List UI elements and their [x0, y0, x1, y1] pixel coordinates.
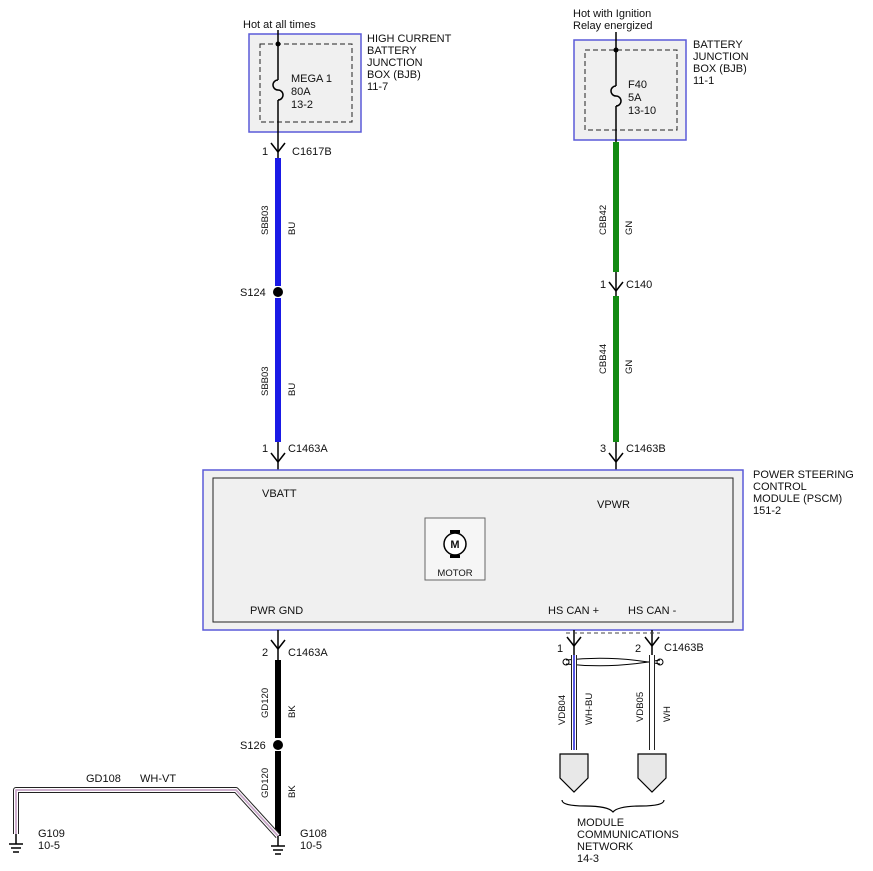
network-label-line: 14-3 — [577, 853, 599, 865]
wire-sbb03-lower-circuit: SBB03 — [260, 366, 271, 396]
wire-sbb03-upper-circuit: SBB03 — [260, 205, 271, 235]
hcbjb-box — [248, 33, 362, 133]
bjb-fuse-icon — [610, 85, 622, 107]
c1463a-top-pin: 1 — [262, 443, 268, 455]
network-label-line: NETWORK — [577, 841, 634, 853]
wire-vdb04-color: WH-BU — [584, 693, 595, 725]
c1463b-pin1-connector-icon — [566, 636, 582, 648]
wire-vdb05-circuit: VDB05 — [635, 692, 646, 722]
c1463b-pin2-connector-icon — [644, 636, 660, 648]
network-arrow-left-icon — [559, 753, 589, 793]
wire-cbb44-color: GN — [624, 360, 635, 374]
pscm-label-line: POWER STEERING — [753, 469, 854, 481]
network-label-line: COMMUNICATIONS — [577, 829, 679, 841]
pscm-vbatt: VBATT — [262, 488, 297, 500]
wire-gd120-lower-circuit: GD120 — [260, 768, 271, 798]
twisted-pair-icon — [562, 657, 664, 667]
hcbjb-label-line: BOX (BJB) — [367, 69, 421, 81]
ground-g108-name: G108 — [300, 828, 327, 840]
hcbjb-label-line: HIGH CURRENT — [367, 33, 452, 45]
ground-g109-ref: 10-5 — [38, 840, 60, 852]
hcbjb-fuse-rating: 80A — [291, 86, 311, 98]
c140-name: C140 — [626, 279, 652, 291]
caption-hot-ignition: Hot with Ignition — [573, 8, 651, 20]
pscm-label-line: CONTROL — [753, 481, 807, 493]
bjb-inner-dashed — [584, 49, 678, 131]
bjb-box — [573, 39, 687, 141]
c1463b-top-connector-icon — [608, 452, 624, 464]
motor-symbol: M — [450, 539, 459, 551]
pscm-label-line: MODULE (PSCM) — [753, 493, 842, 505]
ground-g108-ref: 10-5 — [300, 840, 322, 852]
c1463a-bottom-name: C1463A — [288, 647, 328, 659]
bjb-fuse-name: F40 — [628, 79, 647, 91]
hcbjb-fuse-ref: 13-2 — [291, 99, 313, 111]
c1463b-top-name: C1463B — [626, 443, 666, 455]
splice-s126-icon — [273, 740, 283, 750]
wire-gd120-lower-color: BK — [287, 785, 298, 798]
c1463b-bottom-pin-right: 2 — [635, 643, 641, 655]
c1463a-top-connector-icon — [270, 452, 286, 464]
hcbjb-label-line: JUNCTION — [367, 57, 423, 69]
ground-g108-icon — [271, 845, 285, 855]
c1617b-name: C1617B — [292, 146, 332, 158]
motor-label: MOTOR — [437, 568, 472, 579]
pscm-label-line: 151-2 — [753, 505, 781, 517]
wire-cbb42-color: GN — [624, 221, 635, 235]
splice-s124-icon — [273, 287, 283, 297]
caption-hot-at-all-times: Hot at all times — [243, 19, 316, 31]
bjb-label-line: BATTERY — [693, 39, 743, 51]
wire-cbb44-circuit: CBB44 — [598, 344, 609, 374]
pscm-pwr-gnd: PWR GND — [250, 605, 303, 617]
hcbjb-label-line: BATTERY — [367, 45, 417, 57]
c1463b-bottom-pin-left: 1 — [557, 643, 563, 655]
network-arrow-right-icon — [637, 753, 667, 793]
c1463a-bottom-connector-icon — [270, 639, 286, 651]
c1617b-pin: 1 — [262, 146, 268, 158]
caption-relay-energized: Relay energized — [573, 20, 653, 32]
hcbjb-inner-dashed — [259, 43, 353, 123]
splice-s126-label: S126 — [240, 740, 266, 752]
wire-sbb03-upper-color: BU — [287, 222, 298, 235]
c140-pin: 1 — [600, 279, 606, 291]
wire-cbb42-circuit: CBB42 — [598, 205, 609, 235]
network-label-line: MODULE — [577, 817, 624, 829]
hcbjb-fuse-name: MEGA 1 — [291, 73, 332, 85]
pscm-hs-can-minus: HS CAN - — [628, 605, 677, 617]
hcbjb-label-line: 11-7 — [367, 81, 388, 93]
c1463a-top-name: C1463A — [288, 443, 328, 455]
c1463b-bottom-name: C1463B — [664, 642, 704, 654]
c1463b-top-pin: 3 — [600, 443, 606, 455]
splice-s124-label: S124 — [240, 287, 266, 299]
wire-gd108-circuit: GD108 — [86, 773, 121, 785]
pscm-hs-can-plus: HS CAN + — [548, 605, 599, 617]
pscm-inner-box — [212, 477, 734, 623]
c140-connector-icon — [608, 281, 624, 293]
wire-gd108-color: WH-VT — [140, 773, 176, 785]
wire-vdb04-circuit: VDB04 — [557, 695, 568, 725]
bjb-label-line: BOX (BJB) — [693, 63, 747, 75]
pscm-vpwr: VPWR — [597, 499, 630, 511]
hcbjb-fuse-icon — [272, 79, 284, 101]
wire-gd120-upper-color: BK — [287, 705, 298, 718]
wire-gd120-upper-circuit: GD120 — [260, 688, 271, 718]
ground-g109-icon — [9, 843, 23, 853]
network-brace-icon — [561, 799, 665, 813]
c1463a-bottom-pin: 2 — [262, 647, 268, 659]
bjb-label-line: JUNCTION — [693, 51, 749, 63]
bjb-label-line: 11-1 — [693, 75, 714, 87]
wire-sbb03-lower-color: BU — [287, 383, 298, 396]
ground-g109-name: G109 — [38, 828, 65, 840]
wire-vdb05-color: WH — [662, 706, 673, 722]
bjb-fuse-ref: 13-10 — [628, 105, 656, 117]
bjb-fuse-rating: 5A — [628, 92, 642, 104]
